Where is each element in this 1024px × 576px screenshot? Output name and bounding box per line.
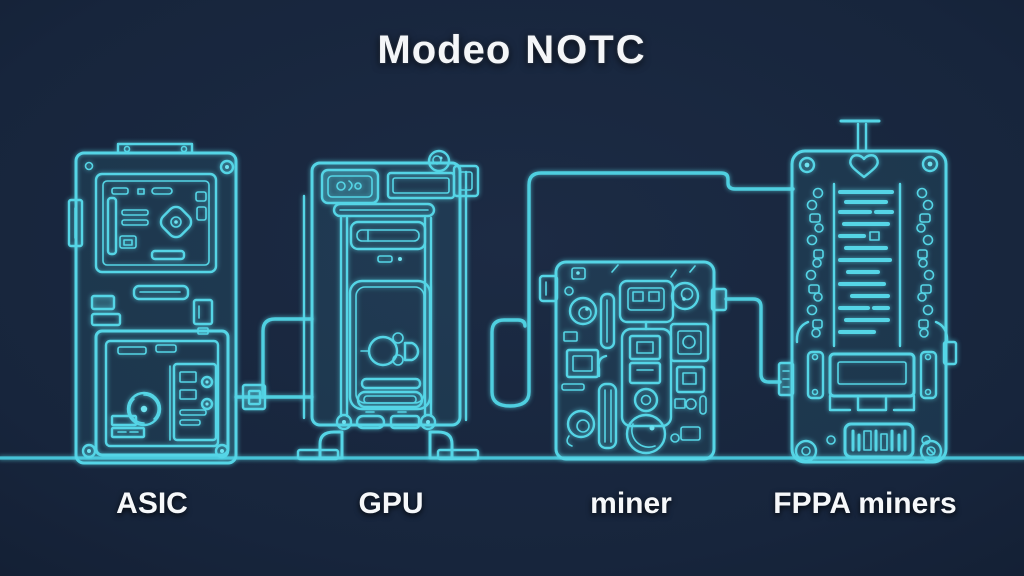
antenna-icon — [839, 119, 881, 153]
gpu-inner-module — [348, 279, 432, 411]
asic-device-illustration — [67, 142, 238, 465]
screw-icon — [798, 156, 816, 174]
screw-icon — [921, 155, 939, 173]
screw-icon — [219, 159, 235, 175]
screw-icon — [81, 443, 97, 459]
title-word-2: NOTC — [525, 28, 647, 72]
gpu-port-cluster — [360, 332, 420, 367]
gpu-device-illustration — [296, 149, 480, 461]
title-word-1: Modeo — [377, 28, 512, 72]
fpga-bus-bars — [838, 190, 894, 334]
wire-asic-to-gpu — [234, 317, 314, 411]
miner-device-illustration — [538, 260, 716, 461]
asic-side-port — [67, 198, 84, 248]
label-miner: miner — [590, 487, 672, 520]
wire-rail-to-fpga — [490, 171, 795, 408]
miner-left-tab — [538, 274, 559, 303]
fpga-right-stub — [942, 340, 958, 366]
gpu-display — [320, 168, 380, 205]
gpu-foot-left — [318, 430, 344, 460]
spiral-icon — [566, 409, 596, 447]
spiral-icon — [427, 149, 451, 173]
cable-connector — [241, 383, 267, 411]
asic-top-handle — [116, 142, 194, 155]
fan-icon — [625, 413, 667, 455]
foot-screw-icon — [335, 413, 353, 431]
heart-icon — [849, 154, 879, 179]
page-title: Modeo NOTC — [0, 28, 1024, 73]
cpu-socket-icon — [159, 205, 193, 239]
fpga-pin-column-left — [805, 187, 824, 338]
asic-psu-box — [94, 329, 230, 457]
screw-icon — [84, 161, 94, 171]
foot-screw-icon — [419, 413, 437, 431]
spiral-icon — [568, 296, 598, 326]
fpga-device-illustration — [790, 119, 958, 464]
foot-screw-icon — [794, 439, 818, 463]
gpu-side-connector — [452, 164, 480, 198]
gpu-drive-bay — [349, 220, 427, 251]
gpu-foot-right — [428, 430, 454, 460]
screw-icon — [214, 443, 230, 459]
foot-screw-icon — [919, 439, 943, 463]
label-asic: ASIC — [116, 487, 188, 520]
asic-mainboard — [94, 172, 218, 274]
fpga-pin-column-right — [916, 187, 935, 338]
fpga-bracket — [806, 350, 938, 412]
asic-io-panel — [172, 362, 218, 442]
wire-miner-to-fpga — [710, 287, 795, 397]
fan-icon — [126, 391, 162, 427]
label-gpu: GPU — [358, 487, 424, 520]
fpga-nameplate — [843, 422, 915, 459]
label-fpga-miners: FPPA miners — [773, 487, 957, 520]
